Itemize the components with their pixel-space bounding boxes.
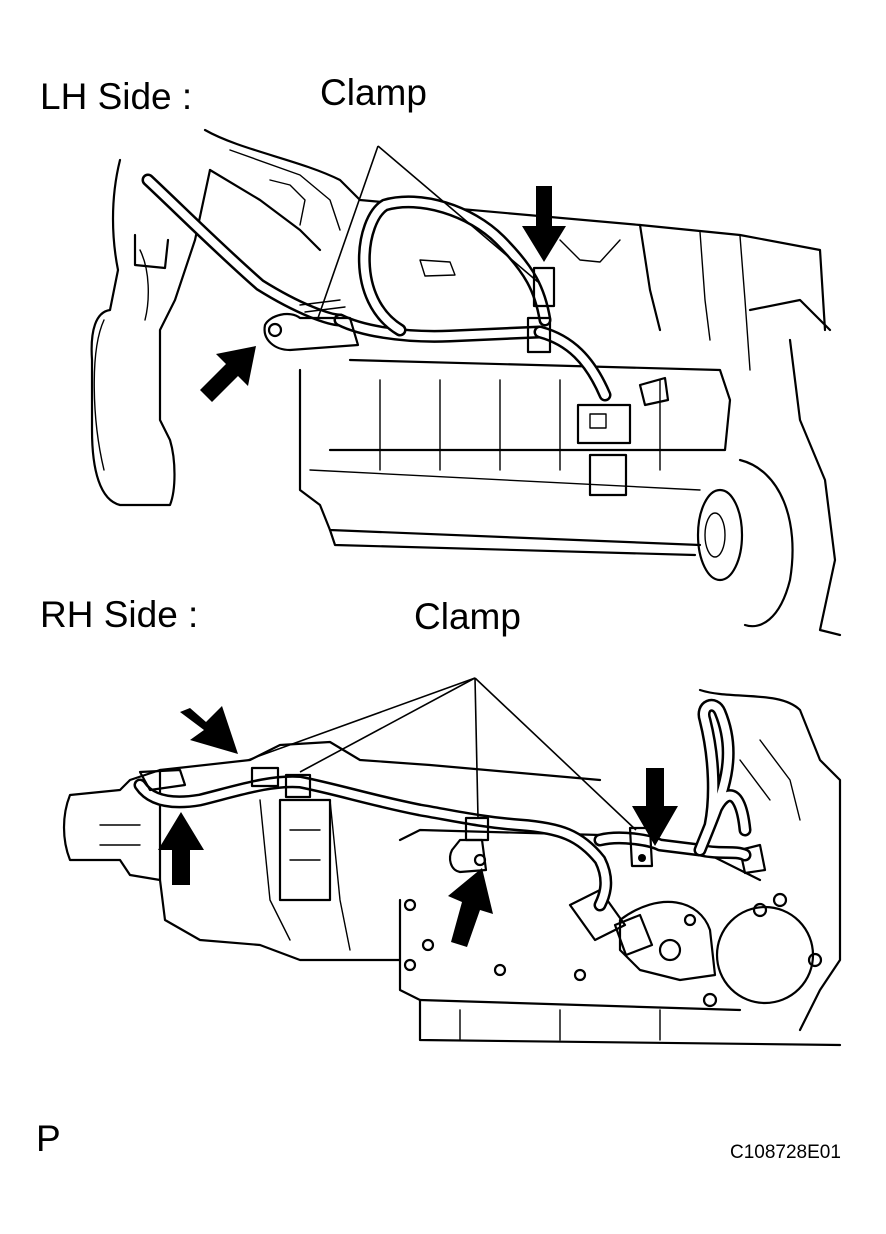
- rh-clamp-4: [628, 826, 654, 868]
- rh-conv-bolt-3: [772, 892, 788, 908]
- lh-housing-edge: [93, 319, 105, 471]
- rh-clamp-leader-2: [299, 677, 476, 773]
- rh-arrow-up-front-icon: [158, 812, 204, 885]
- rh-clamp-leader-3: [474, 677, 479, 819]
- rh-boss-ribs: [289, 829, 321, 861]
- rh-bolt-3: [403, 958, 417, 972]
- lh-side-plug: [638, 376, 670, 407]
- lh-connector: [576, 403, 632, 445]
- rh-connector-1: [568, 888, 627, 942]
- rh-conv-bolt-4: [702, 992, 718, 1008]
- lh-pan-flange: [309, 469, 701, 491]
- lh-oil-pan-bottom: [328, 528, 697, 557]
- rh-connector-3: [738, 843, 767, 875]
- lh-pan-body: [328, 358, 732, 452]
- rh-lower-case: [158, 878, 402, 962]
- rh-clamp-1: [250, 766, 280, 788]
- lh-sensor-body: [588, 453, 628, 497]
- lh-output-flange: [696, 488, 744, 582]
- lh-ext-rib-2: [739, 235, 751, 371]
- lh-harness-front: [141, 173, 347, 327]
- rh-bolt-4: [493, 963, 507, 977]
- clamp-label-lh: Clamp: [320, 72, 427, 113]
- lh-clamp-rear: [532, 266, 556, 308]
- lh-clamp-rear-base: [526, 316, 552, 354]
- clamp-label-rh: Clamp: [414, 596, 521, 637]
- rh-flange-ribs: [99, 824, 141, 846]
- lh-transmission-illustration: [90, 128, 842, 637]
- lh-arrow-down-icon: [522, 186, 566, 262]
- lh-case-boss: [559, 239, 621, 263]
- rh-clamp-leader-1: [247, 677, 476, 761]
- rh-arrow-up-mid-icon: [448, 868, 493, 947]
- rh-conv-bolt-2: [752, 902, 768, 918]
- lh-arrow-diagonal-icon: [200, 346, 256, 402]
- lh-clamp-front: [263, 312, 360, 352]
- rh-rear-ribs: [739, 739, 801, 821]
- lh-ext-seam: [638, 223, 662, 332]
- lh-case-rib-1: [208, 168, 322, 252]
- rh-clamp-3-bracket: [449, 838, 488, 874]
- lh-clamp-leader-2: [377, 145, 539, 283]
- rh-park-neutral-switch: [618, 900, 717, 982]
- figure-code: C108728E01: [730, 1142, 841, 1163]
- lh-ext-rear: [748, 298, 832, 332]
- lh-rear-case: [788, 338, 842, 637]
- rh-transmission-illustration: [62, 677, 842, 1047]
- rh-front-bracket: [138, 768, 187, 792]
- rh-clamp-2: [284, 773, 312, 799]
- rh-pan-flange: [418, 998, 742, 1012]
- section-letter: P: [36, 1118, 61, 1159]
- rh-arrow-diagonal-icon: [180, 706, 238, 754]
- rh-connector-2: [613, 913, 654, 957]
- lh-bell-housing: [90, 158, 212, 507]
- rh-bolt-2: [421, 938, 435, 952]
- rh-arrow-down-icon: [632, 768, 678, 846]
- lh-side-label: LH Side :: [40, 76, 193, 117]
- rh-clamp-4-bolt: [638, 854, 646, 862]
- lh-case-plate: [419, 259, 456, 277]
- rh-clamp-leader-4: [474, 677, 637, 831]
- rh-switch-shaft: [658, 938, 682, 962]
- lh-case-rib-3: [269, 179, 306, 226]
- lh-clamp-leader-1: [317, 145, 379, 319]
- rh-converter: [715, 905, 815, 1005]
- rh-conv-bolt-1: [807, 952, 823, 968]
- rh-rear-housing: [698, 688, 842, 1032]
- lh-case-rib-2: [229, 149, 341, 231]
- rh-pan-ribs: [459, 1009, 661, 1041]
- lh-clamp-front-bolt: [267, 322, 283, 338]
- lh-bracket: [133, 233, 170, 270]
- lh-connector-pin: [589, 413, 607, 429]
- rh-side-label: RH Side :: [40, 594, 199, 635]
- rh-case-boss: [278, 798, 332, 902]
- lh-ext-rib-1: [699, 231, 711, 341]
- rh-case-rib-2: [329, 799, 351, 951]
- lh-rear-mount: [738, 458, 794, 628]
- lh-oil-pan-top: [298, 368, 702, 547]
- lh-housing-rib: [139, 249, 149, 321]
- lh-output-hub: [704, 512, 726, 558]
- rh-case-rib-1: [259, 799, 291, 941]
- rh-bolt-1: [403, 898, 417, 912]
- rh-switch-bolt: [683, 913, 697, 927]
- lh-clamp-front-band: [299, 299, 346, 313]
- rh-bolt-5: [573, 968, 587, 982]
